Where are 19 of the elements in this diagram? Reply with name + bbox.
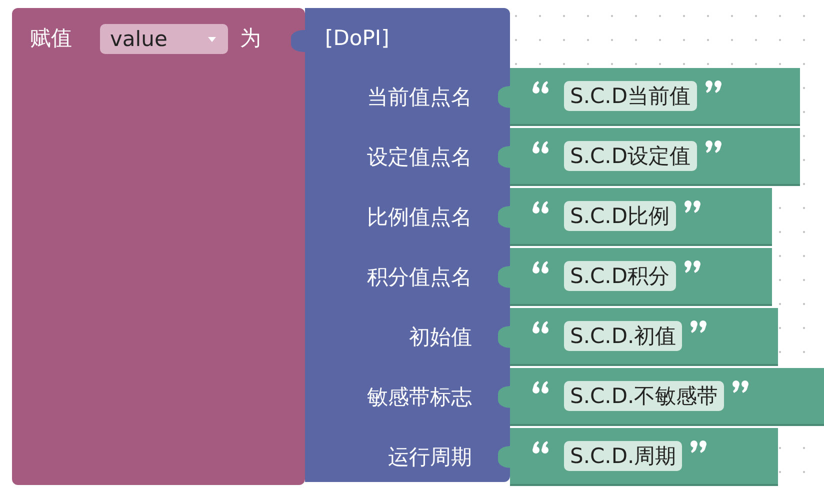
text-field: S.C.D比例 xyxy=(564,201,676,231)
assign-block xyxy=(12,8,305,485)
text-field: S.C.D当前值 xyxy=(564,81,697,111)
input-label: 当前值点名 xyxy=(367,84,472,111)
variable-dropdown: value xyxy=(100,24,228,54)
text-field: S.C.D.初值 xyxy=(564,321,682,351)
input-label: 比例值点名 xyxy=(367,204,472,231)
block-label: 赋值 xyxy=(30,25,72,52)
text-field: S.C.D.周期 xyxy=(564,441,682,471)
text-field: S.C.D.不敏感带 xyxy=(564,381,724,411)
input-label: 敏感带标志 xyxy=(367,384,472,411)
input-label: 运行周期 xyxy=(388,444,472,471)
text-field: S.C.D积分 xyxy=(564,261,676,291)
block-title: [DoPI] xyxy=(325,25,390,52)
input-label: 设定值点名 xyxy=(367,144,472,171)
input-label: 初始值 xyxy=(409,324,472,351)
block-label: 为 xyxy=(240,25,261,52)
text-field: S.C.D设定值 xyxy=(564,141,697,171)
input-label: 积分值点名 xyxy=(367,264,472,291)
